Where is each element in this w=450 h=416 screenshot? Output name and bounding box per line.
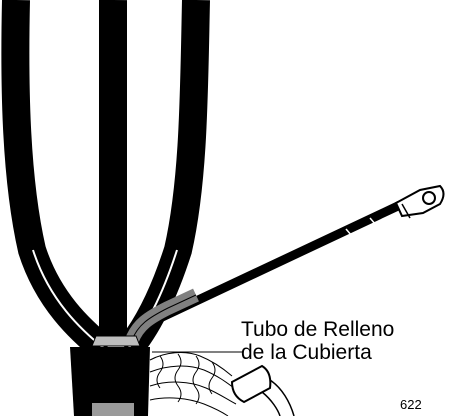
wire-band: [345, 228, 353, 237]
filler-tube-callout: Tubo de Relleno de la Cubierta: [241, 318, 394, 364]
figure-number: 622: [400, 397, 422, 412]
breakout-crotch: [91, 335, 141, 347]
shield-wire-braid-icon: [149, 352, 237, 416]
cable-leg-left: [1, 0, 114, 361]
cable-leg-center: [98, 0, 127, 341]
callout-line-2: de la Cubierta: [241, 341, 372, 364]
callout-line-1: Tubo de Relleno: [241, 318, 395, 341]
shield-connector-sleeve: [230, 364, 295, 416]
wire-band: [369, 217, 377, 226]
cable-jacket-boot: [70, 347, 150, 416]
ring-terminal-lug-icon: [394, 184, 445, 219]
inner-core: [92, 403, 134, 416]
